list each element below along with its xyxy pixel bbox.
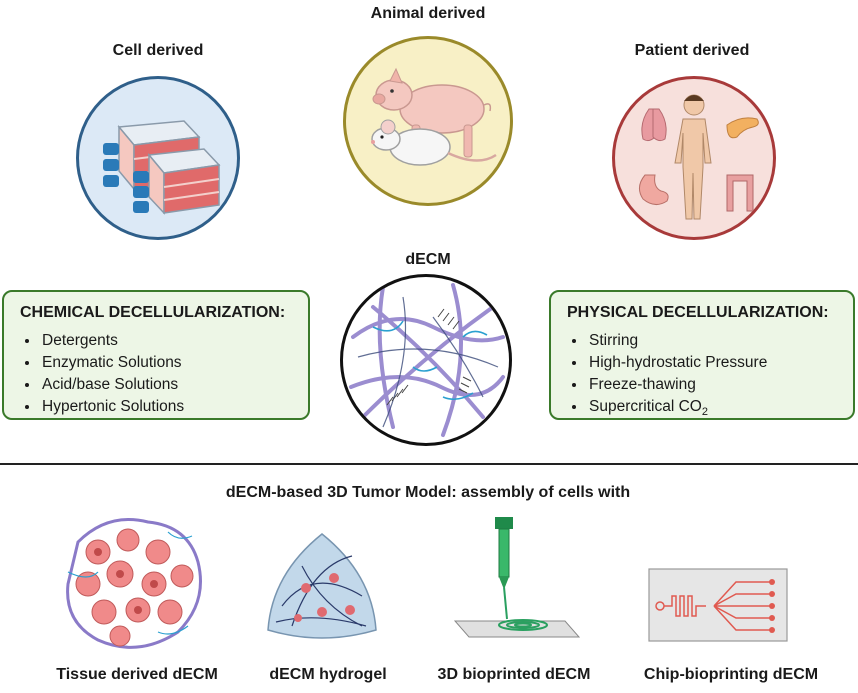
animal-derived-circle [343,36,513,206]
animal-derived-label: Animal derived [370,5,486,22]
chemical-methods-list: Detergents Enzymatic Solutions Acid/base… [20,330,292,418]
list-item: High-hydrostatic Pressure [587,352,837,374]
physical-decellularization-title: PHYSICAL DECELLULARIZATION: [567,304,829,321]
culture-flasks-icon [103,120,221,215]
tissue-derived-decm-icon [66,518,202,649]
list-item: Stirring [587,330,837,352]
lungs-icon [641,108,667,142]
decm-hydrogel-icon [267,533,377,639]
pancreas-icon [726,117,759,139]
decm-hydrogel-label: dECM hydrogel [269,666,387,683]
physical-decellularization-box: PHYSICAL DECELLULARIZATION: Stirring Hig… [549,290,855,420]
cell-derived-circle [76,76,240,240]
list-item: Enzymatic Solutions [40,352,292,374]
chemical-decellularization-title: CHEMICAL DECELLULARIZATION: [20,304,286,321]
human-organs-icon [639,94,759,220]
list-item: Freeze-thawing [587,374,837,396]
chip-bioprinting-decm-label: Chip-bioprinting dECM [643,666,819,683]
decm-fiber-network-icon [349,283,505,437]
decm-label: dECM [405,251,451,268]
3d-bioprinted-decm-label: 3D bioprinted dECM [437,666,591,683]
list-item: Acid/base Solutions [40,374,292,396]
patient-derived-label: Patient derived [634,42,750,59]
co2-subscript: 2 [701,406,708,419]
tissue-derived-decm-label: Tissue derived dECM [56,666,218,683]
list-item: Detergents [40,330,292,352]
section-divider [0,463,858,465]
supercritical-co-text: Supercritical CO [589,398,702,415]
mouse-icon [371,119,497,166]
decm-circle [340,274,512,446]
tumor-model-heading: dECM-based 3D Tumor Model: assembly of c… [225,484,631,501]
cell-derived-label: Cell derived [112,42,204,59]
stomach-icon [639,174,669,205]
list-item: Hypertonic Solutions [40,396,292,418]
pig-and-mouse-icon [371,67,497,166]
physical-methods-list: Stirring High-hydrostatic Pressure Freez… [567,330,837,423]
chemical-decellularization-box: CHEMICAL DECELLULARIZATION: Detergents E… [2,290,310,420]
human-figure-icon [674,94,712,220]
chip-bioprinting-decm-icon [648,568,788,642]
3d-bioprinted-decm-icon [453,517,581,638]
list-item: Supercritical CO2 [587,396,837,423]
intestine-icon [726,174,754,212]
patient-derived-circle [612,76,776,240]
